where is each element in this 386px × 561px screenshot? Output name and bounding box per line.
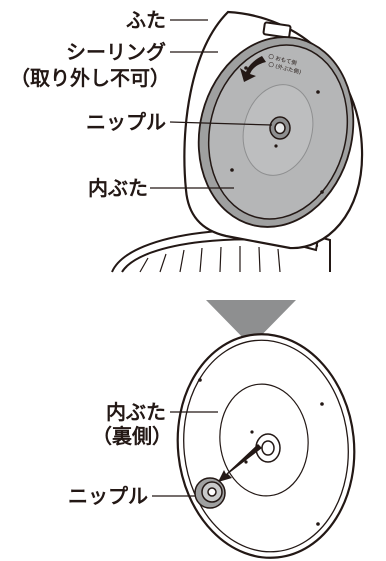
inner-lid-rivet (316, 90, 320, 94)
inner-lid-rivet (230, 168, 234, 172)
rotate-arrow-icon (240, 56, 266, 82)
cooker-body-ribs (139, 246, 281, 273)
inner-lid-back-rivet (244, 460, 248, 464)
inner-lid-back-rivet (316, 522, 320, 526)
inner-lid-back-rivet (320, 402, 324, 406)
removed-nipple-center (207, 487, 217, 497)
down-arrow-icon (206, 300, 296, 346)
label-inner-lid-back-note: （裏側） (92, 424, 172, 448)
top-figure (111, 10, 364, 273)
lid-latch (262, 21, 292, 39)
nipple-inner (274, 121, 286, 135)
nipple-hole-inner (261, 440, 275, 456)
label-removed-nipple: ニップル (68, 484, 148, 508)
leader-line-nipple (169, 121, 273, 126)
label-nipple: ニップル (86, 110, 166, 134)
label-inner-lid: 内ぶた (88, 176, 148, 200)
label-lid: ふた (126, 8, 166, 32)
label-sealing-ring: シーリング (66, 40, 166, 64)
label-sealing-ring-note: （取り外し不可） (10, 66, 170, 90)
pull-out-arrow-icon (218, 444, 262, 482)
inner-lid-rivet (320, 190, 324, 194)
bottom-figure (176, 333, 356, 559)
inner-lid-back-rivet (250, 430, 254, 434)
label-inner-lid-back: 内ぶた (106, 400, 166, 424)
inner-lid-rivet (244, 66, 248, 70)
bottom-leader-lines (152, 411, 218, 497)
removed-nipple (194, 477, 226, 509)
inner-lid-back-rivet (198, 378, 202, 382)
top-leader-lines (150, 19, 273, 189)
inner-lid-rivet (274, 144, 278, 148)
